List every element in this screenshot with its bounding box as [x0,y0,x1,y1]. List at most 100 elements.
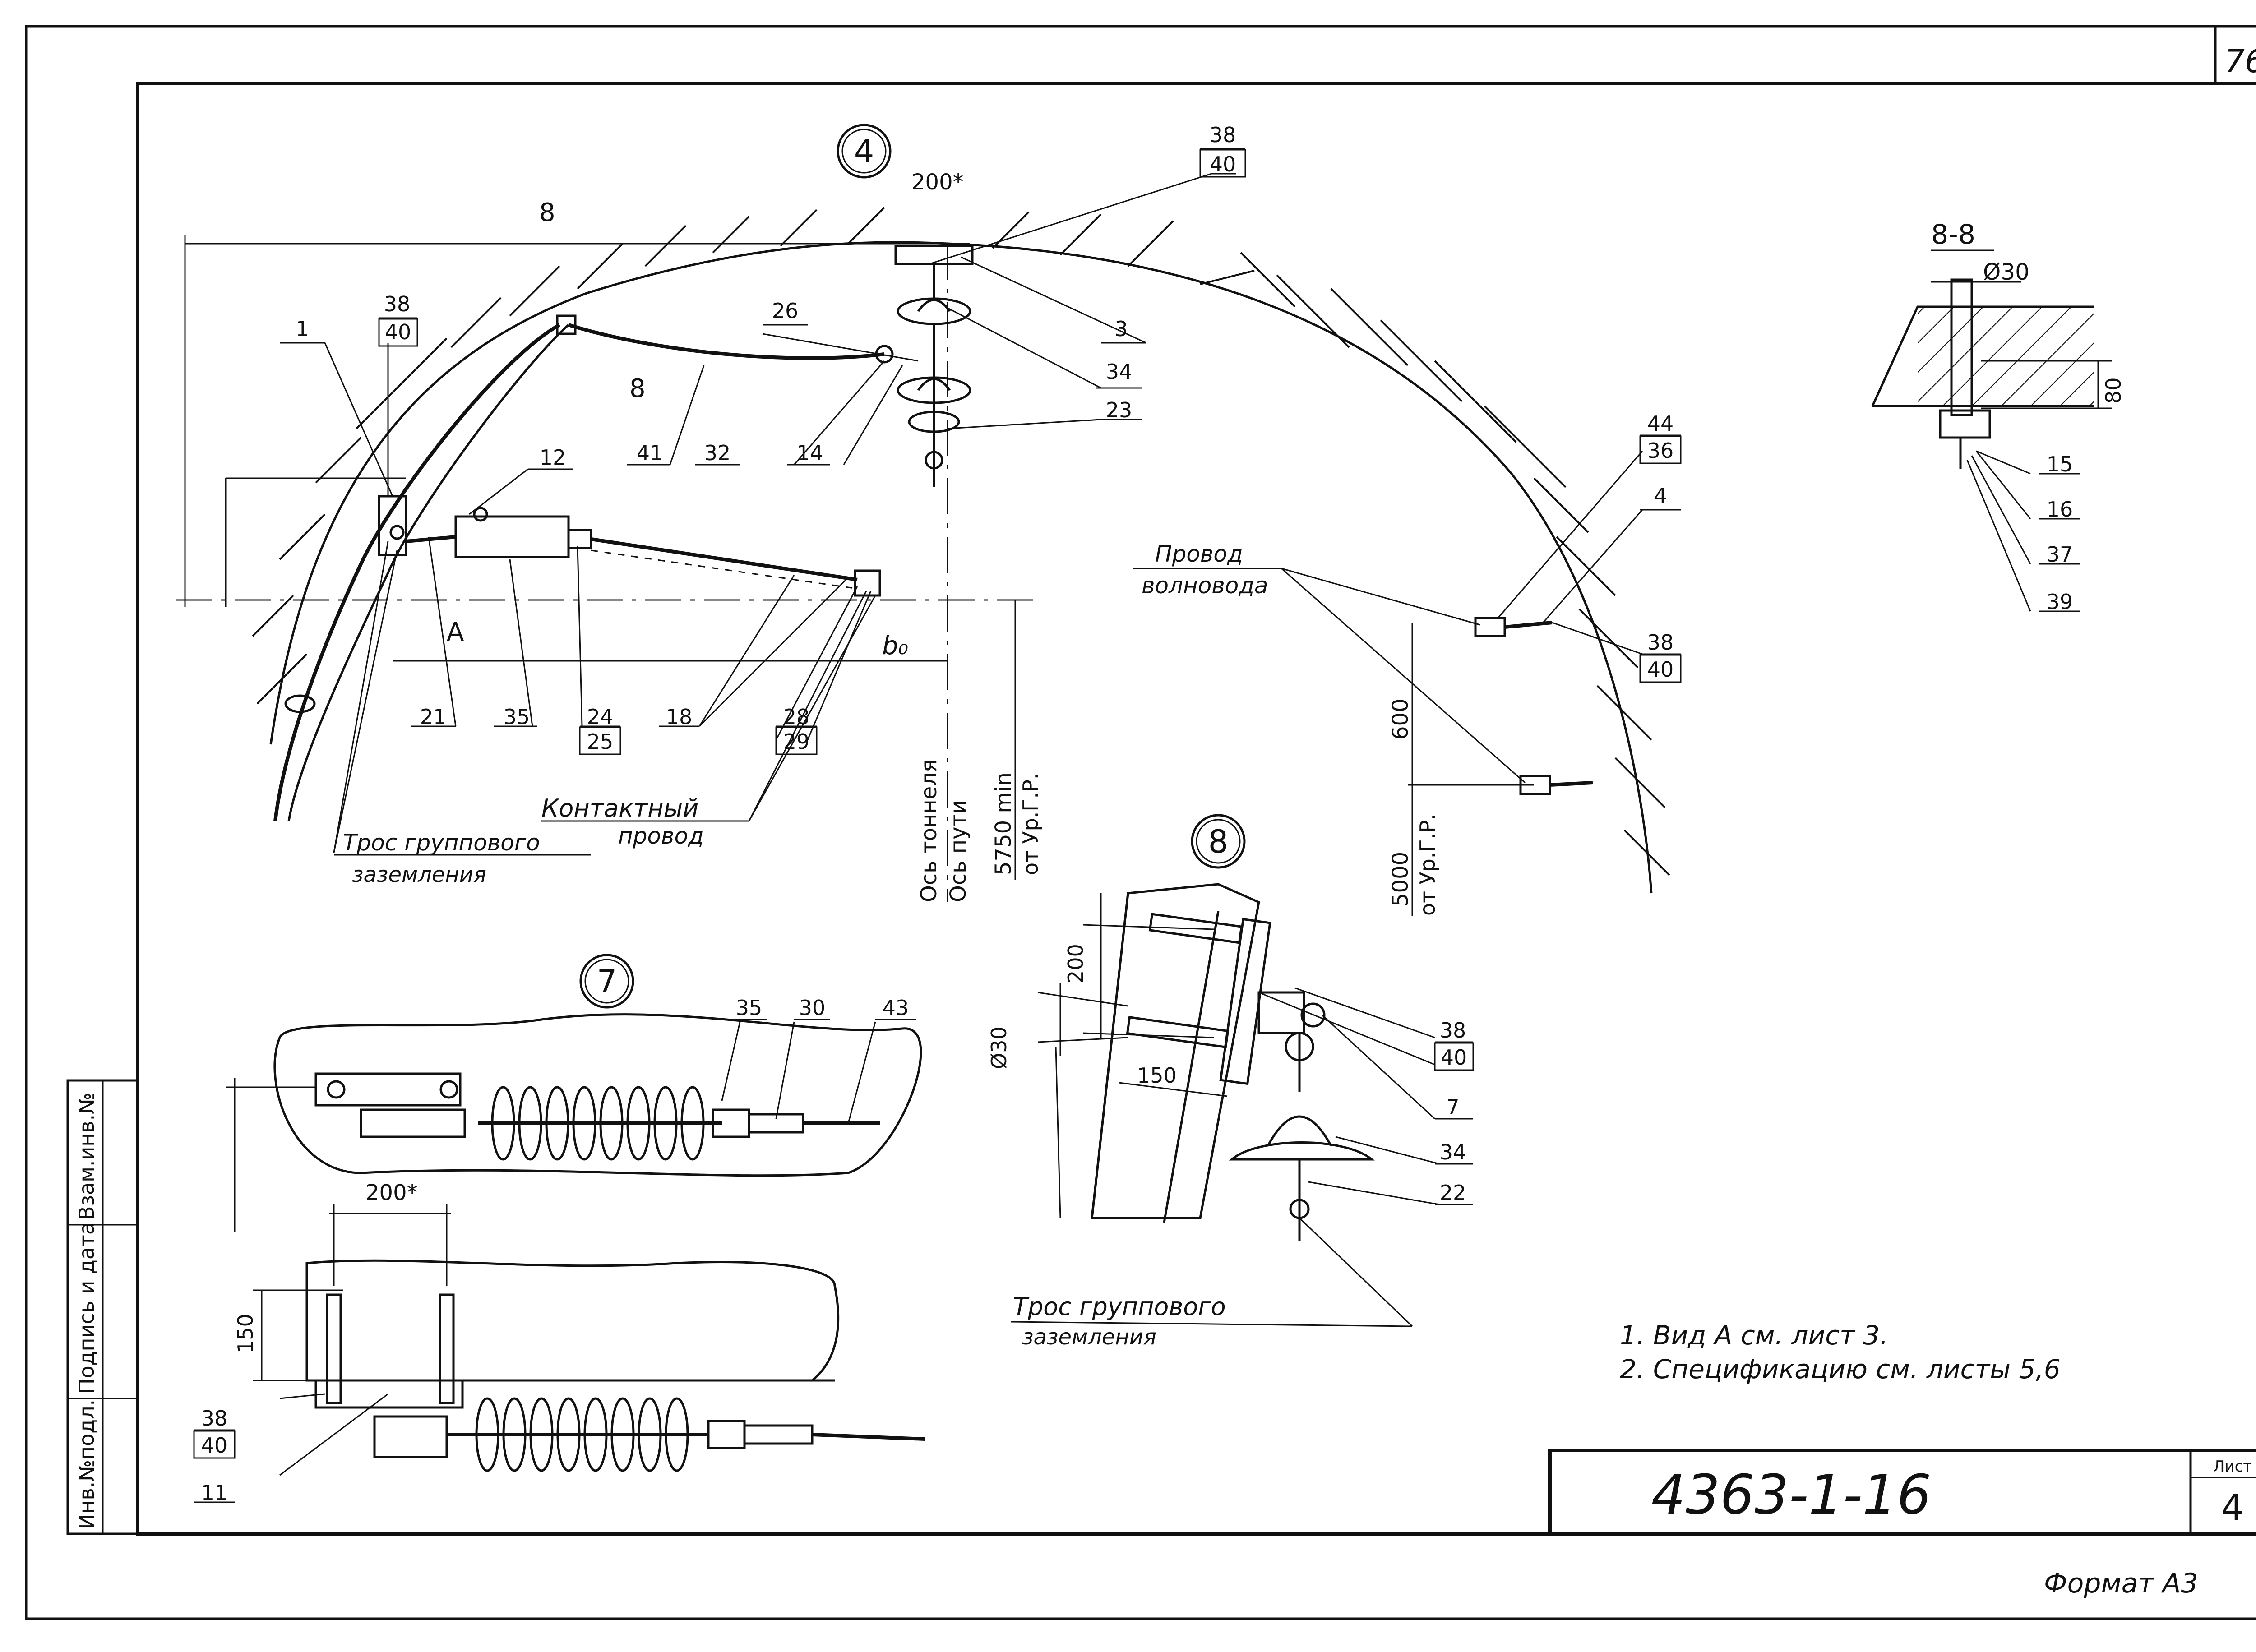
sheet-label: Лист [2213,1458,2252,1476]
view8-dim-150: 150 [1137,1063,1177,1088]
label-tunnel-axis: Ось тоннеля [916,759,942,902]
view7-marker: 7 [597,963,617,1000]
view4-cantilever [378,495,881,597]
note-1: 1. Вид А см. лист 3. [1620,1320,1888,1351]
view4-tunnel-arch [184,207,1670,894]
view4-b0: b₀ [882,631,908,660]
callout-34-v8: 34 [1440,1140,1466,1164]
callout-18: 18 [666,705,693,729]
label-from-rail-1: от Ур.Г.Р. [1018,773,1043,875]
callout-3: 3 [1114,317,1128,341]
callout-43-v7: 43 [883,996,909,1020]
label-waveguide-2: волновода [1142,572,1268,599]
callout-40-right: 40 [1647,657,1674,682]
view7-callouts: 35 30 43 38 40 11 [193,996,916,1505]
callout-28: 28 [783,705,810,729]
view4-callouts: 38 40 38 40 1 12 41 32 14 26 3 34 23 21 … [280,123,1682,755]
label-dim-5000: 5000 [1388,852,1413,907]
section88-dim-80: 80 [2101,377,2126,404]
callout-7-v8: 7 [1446,1095,1459,1119]
section88-dia: Ø30 [1983,259,2029,285]
view4-dim-200: 200* [911,170,964,195]
section88-callouts: 15 16 37 39 [2039,452,2080,614]
note-2: 2. Спецификацию см. листы 5,6 [1620,1354,2061,1384]
view7-marker-circle [579,954,634,1009]
callout-35: 35 [504,705,530,729]
callout-23: 23 [1106,398,1133,422]
stamp-inv-no: Инв.№подл. [74,1399,99,1529]
callout-22-v8: 22 [1440,1181,1466,1205]
callout-40-left: 40 [385,320,411,344]
view4-waveguide-holders [1474,617,1593,795]
label-waveguide-1: Провод [1155,541,1243,567]
view4-marker: 4 [854,133,874,170]
label-dim-600: 600 [1388,698,1413,740]
view4-insulator-string [894,245,974,487]
callout-35-v7: 35 [736,996,763,1020]
callout-41: 41 [637,441,663,465]
callout-38-v8: 38 [1440,1018,1466,1043]
callout-11-v7: 11 [201,1481,228,1505]
callout-15: 15 [2047,452,2073,476]
view8-ground-2: заземления [1022,1324,1156,1350]
callout-12: 12 [540,445,566,470]
view8-dim-200: 200 [1063,944,1088,983]
callout-40-top: 40 [1210,152,1236,176]
side-stamp [66,1079,139,1535]
label-height-5750: 5750 min [991,772,1016,875]
callout-21: 21 [420,705,447,729]
view7-drawing [226,1013,925,1476]
view4-section-mark-top: 8 [539,198,555,227]
view7-dim-200: 200* [365,1180,418,1205]
view8-drawing [1037,883,1440,1327]
view4-leaders [324,173,1643,853]
callout-24: 24 [587,705,614,729]
callout-38-v7: 38 [201,1406,228,1431]
callout-30-v7: 30 [799,996,826,1020]
view8-marker-circle [1191,814,1246,869]
callout-32: 32 [704,441,731,465]
callout-14: 14 [797,441,823,465]
callout-1: 1 [296,317,309,341]
stamp-replace-inv: Взам.инв.№ [74,1093,99,1220]
callout-38-right: 38 [1647,630,1674,655]
view4-cables [273,314,894,821]
callout-38-top: 38 [1210,123,1236,147]
callout-34: 34 [1106,360,1133,384]
callout-37: 37 [2047,542,2073,567]
paper-format: Формат А3 [2044,1568,2198,1599]
label-ground-cable-2: заземления [352,862,486,887]
view8-dim-30: Ø30 [987,1026,1011,1069]
callout-25: 25 [587,729,614,754]
callout-36: 36 [1647,438,1674,463]
section88-title: 8-8 [1931,219,1975,250]
view4-marker-circle [837,124,892,179]
label-from-rail-2: от Ур.Г.Р. [1415,814,1440,916]
drawing-designation: 4363-1-16 [1651,1464,1931,1527]
title-block [1548,1449,2256,1536]
view7-dim-150: 150 [233,1314,258,1353]
view8-marker: 8 [1208,823,1229,860]
label-contact-wire-2: провод [618,823,704,849]
callout-26: 26 [772,299,799,323]
callout-29: 29 [783,729,810,754]
callout-4: 4 [1654,484,1667,508]
label-contact-wire-1: Контактный [541,794,698,822]
label-track-axis: Ось пути [946,800,971,902]
sheet-number: 4 [2221,1487,2244,1529]
section88-drawing [1871,278,2112,612]
sheet-frame [25,25,2256,1620]
callout-40-v7: 40 [201,1433,228,1458]
stamp-signature-date: Подпись и дата [74,1222,99,1394]
view8-callouts: 38 40 7 34 22 [1434,1018,1474,1205]
callout-38-left: 38 [384,292,411,316]
callout-40-v8: 40 [1441,1045,1467,1070]
view8-ground-1: Трос группового [1013,1292,1226,1321]
callout-16: 16 [2047,497,2073,521]
callout-39: 39 [2047,590,2073,614]
view4-axes [176,244,1534,916]
page-number: 76 [2224,43,2256,80]
view4-section-mark-side: 8 [629,374,646,403]
callout-44: 44 [1647,411,1674,436]
